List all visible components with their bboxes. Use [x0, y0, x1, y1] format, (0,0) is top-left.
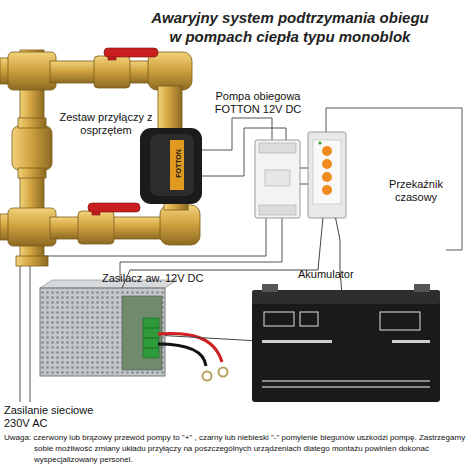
wire-connector — [122, 218, 323, 288]
wire-connector — [336, 218, 342, 290]
fitting-set: Zestaw przyłączy z osprzętem — [10, 45, 160, 265]
component-label: Pompa obiegowa FOTTON 12V DC — [212, 90, 304, 116]
power-supply: Zasilacz aw. 12V DC — [40, 288, 165, 376]
component-label: Zasilacz aw. 12V DC — [102, 272, 212, 285]
battery-cable — [158, 334, 228, 381]
battery: Akumulator — [252, 290, 440, 402]
relay-body — [308, 132, 346, 218]
wire — [20, 108, 462, 402]
component-label: Akumulator — [298, 268, 388, 281]
psu-body — [40, 280, 177, 376]
brand-print: FOTTON — [174, 139, 183, 189]
din-module — [255, 140, 300, 218]
pump-body — [140, 128, 202, 204]
circulation-pump: Pompa obiegowa FOTTON 12V DC — [140, 128, 202, 204]
component-label: Zestaw przyłączy z osprzętem — [58, 111, 154, 137]
battery-body — [252, 284, 440, 402]
timer-relay: Przekaźnik czasowy — [308, 132, 346, 218]
fitting-set — [0, 50, 200, 266]
diagram-title: Awaryjny system podtrzymania obiegu w po… — [130, 8, 450, 46]
wire-connector — [165, 336, 252, 341]
component-label: Przekaźnik czasowy — [384, 178, 448, 204]
mains-label: Zasilanie sieciowe 230V AC — [4, 404, 108, 430]
warning-note: Uwaga: czerwony lub brązowy przewód pomp… — [4, 432, 470, 465]
